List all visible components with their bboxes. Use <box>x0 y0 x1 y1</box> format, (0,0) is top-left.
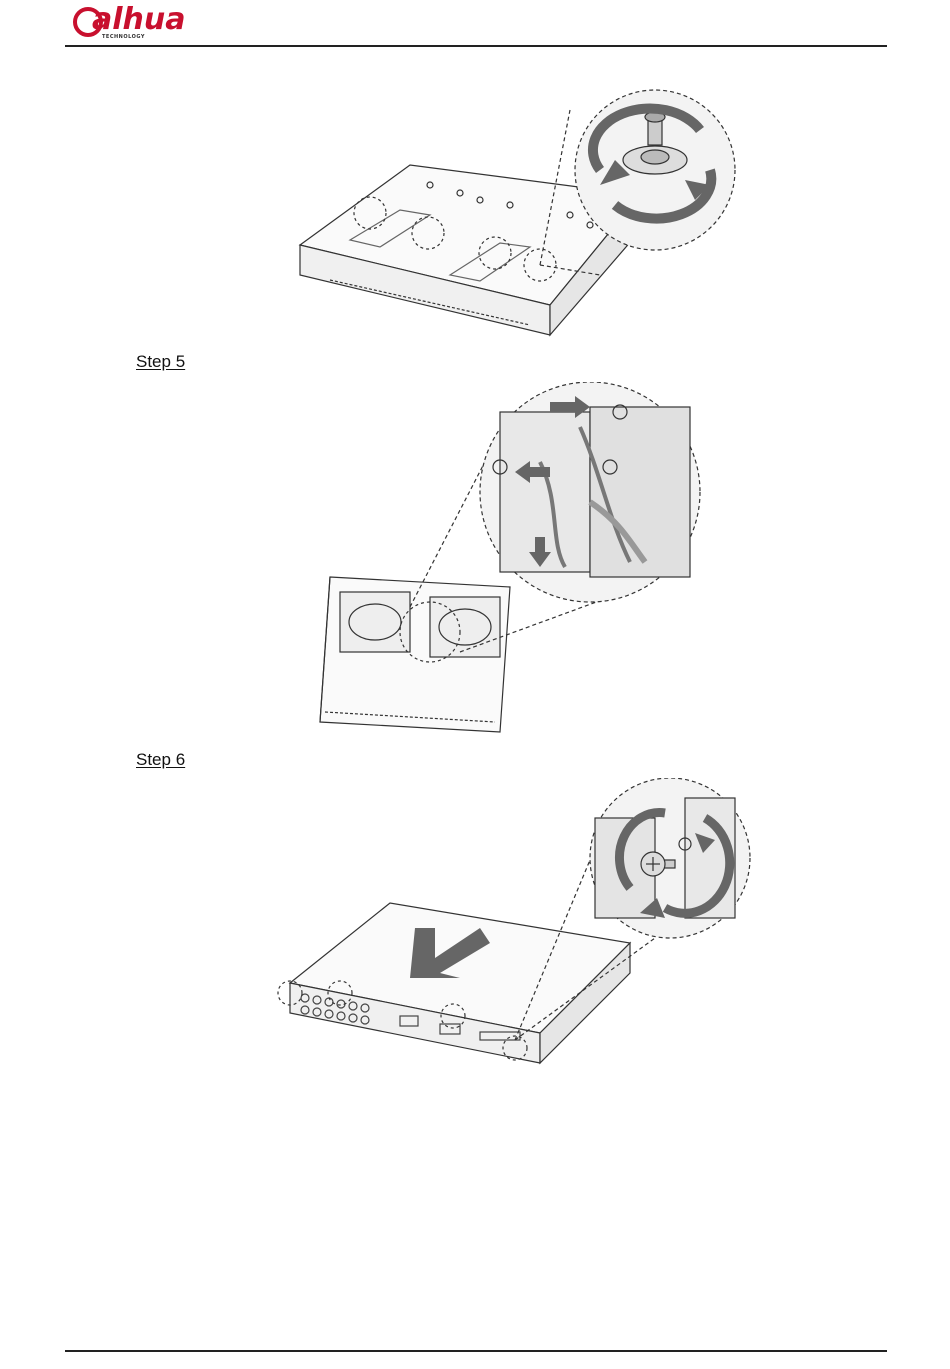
dahua-logo: alhua TECHNOLOGY <box>70 4 190 44</box>
logo-subtext: TECHNOLOGY <box>102 34 145 40</box>
step-6-label: Step 6 <box>136 750 185 770</box>
cover-screw-illustration <box>265 778 755 1068</box>
figure-close-cover <box>265 778 755 1068</box>
page-header: alhua TECHNOLOGY <box>0 0 950 50</box>
logo-wordmark: alhua <box>92 2 186 37</box>
header-rule <box>65 45 887 47</box>
footer-rule <box>65 1350 887 1352</box>
figure-screw-bottom-panel <box>270 75 750 365</box>
step-5-label: Step 5 <box>136 352 185 372</box>
hdd-cable-illustration <box>300 382 710 742</box>
figure-connect-hdd-cables <box>300 382 710 742</box>
nvr-bottom-panel-illustration <box>270 75 750 365</box>
